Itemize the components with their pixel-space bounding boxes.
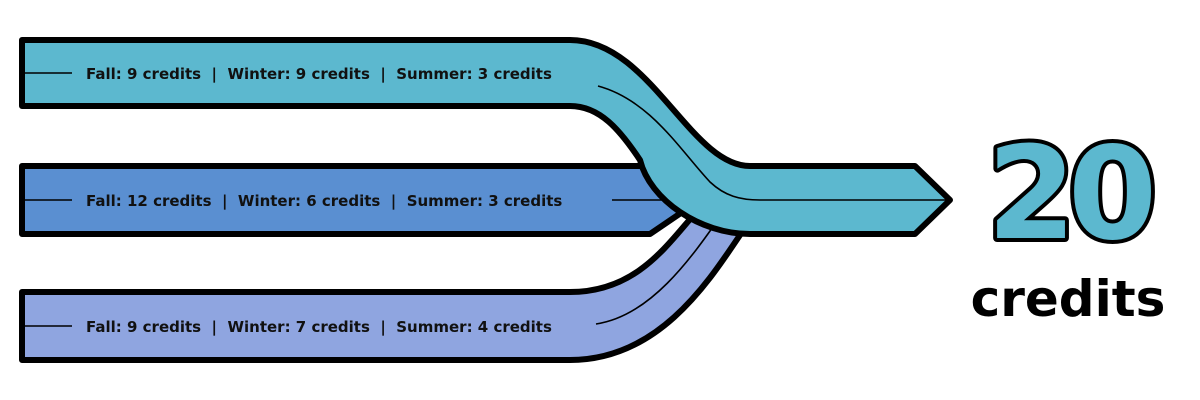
total-result: 20 credits — [971, 116, 1166, 328]
total-unit: credits — [971, 270, 1166, 328]
pathway-2: Fall: 12 credits | Winter: 6 credits | S… — [19, 163, 703, 237]
pathway-1-band — [19, 37, 953, 237]
pathway-1-label: Fall: 9 credits | Winter: 9 credits | Su… — [86, 65, 552, 84]
total-number: 20 — [987, 120, 1151, 269]
pathway-2-band — [19, 163, 703, 237]
pathway-2-label: Fall: 12 credits | Winter: 6 credits | S… — [86, 192, 562, 211]
pathway-3-label: Fall: 9 credits | Winter: 7 credits | Su… — [86, 318, 552, 337]
pathway-1: Fall: 9 credits | Winter: 9 credits | Su… — [19, 37, 953, 237]
pathway-1-centerline — [22, 72, 950, 201]
